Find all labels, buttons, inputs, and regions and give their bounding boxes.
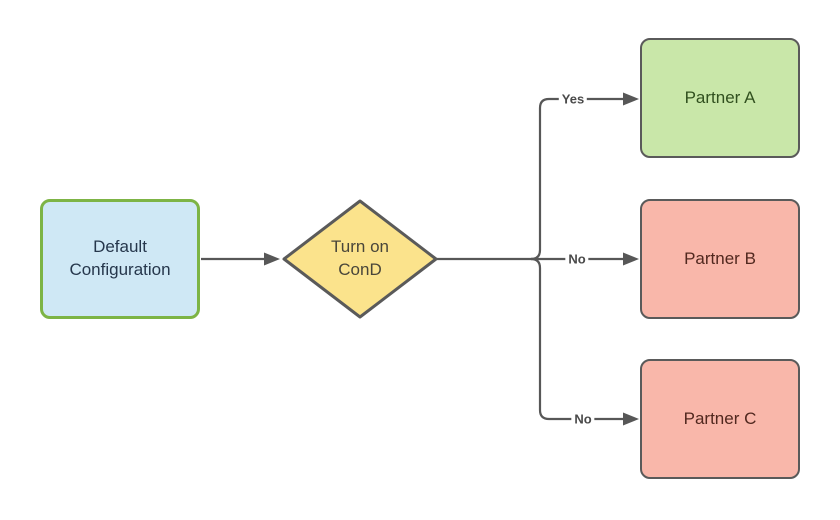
arrowhead-icon [623, 92, 639, 106]
edge-decision-to-partner-c [530, 257, 623, 421]
arrowhead-icon [623, 412, 639, 426]
node-partner-c: Partner C [640, 359, 800, 479]
node-partner-b: Partner B [640, 199, 800, 319]
node-default-configuration: Default Configuration [40, 199, 200, 319]
edge-decision-to-partner-a [530, 97, 623, 261]
node-turn-on-cond-decision: Turn on ConD [282, 199, 438, 319]
arrowhead-icon [264, 252, 280, 266]
arrowhead-icon [623, 252, 639, 266]
diamond-shape-icon [282, 199, 438, 319]
edge-label-no-c: No [571, 411, 595, 427]
node-label: Default Configuration [69, 237, 171, 279]
node-label: Partner C [683, 408, 757, 428]
edge-label-yes: Yes [558, 91, 588, 107]
node-label: Partner B [684, 248, 756, 268]
node-label: Turn on ConD [331, 237, 389, 279]
node-partner-a: Partner A [640, 38, 800, 158]
node-label: Partner A [684, 87, 756, 107]
edge-label-no-b: No [565, 251, 589, 267]
